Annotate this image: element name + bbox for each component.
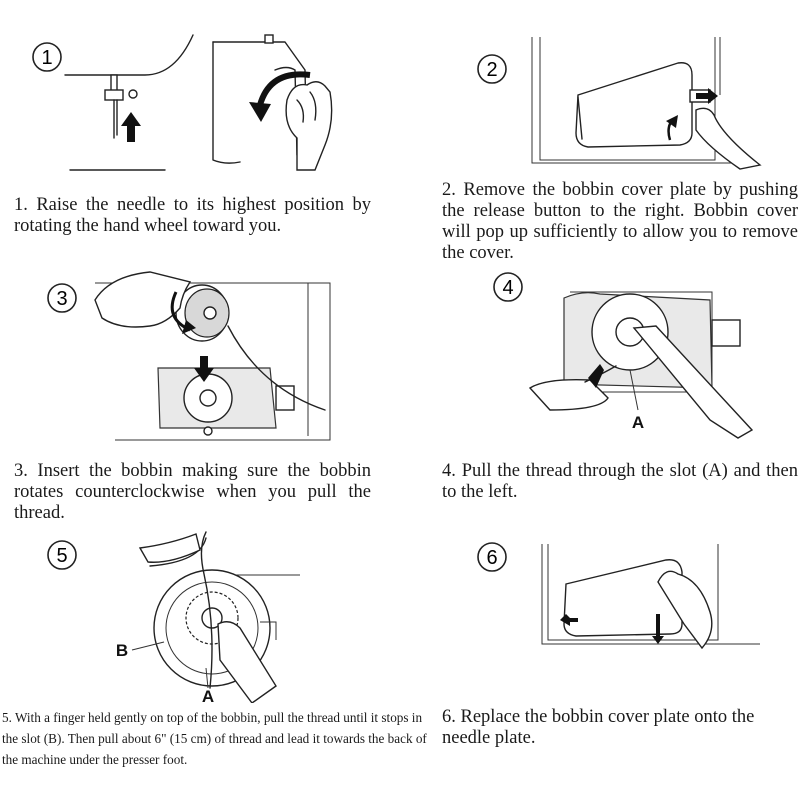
step-4-illustration: 4 A (490, 270, 790, 440)
step-2-illustration: 2 (470, 35, 770, 170)
step-5-text: 5. With a finger held gently on top of t… (2, 710, 427, 767)
step-number-badge: 5 (47, 540, 77, 570)
step-number-badge: 2 (477, 54, 507, 84)
step-number-badge: 6 (477, 542, 507, 572)
step-number: 2 (486, 59, 497, 81)
step-6-illustration: 6 (470, 540, 770, 665)
step-1-text: 1. Raise the needle to its highest posit… (14, 195, 371, 236)
step-3-illustration: 3 (40, 268, 340, 448)
step-number-badge: 1 (32, 42, 62, 72)
slot-label-a: A (632, 413, 644, 432)
slot-label-a: A (202, 687, 214, 703)
step-number: 3 (56, 288, 67, 310)
step-number: 5 (56, 545, 67, 567)
step-2-text: 2. Remove the bobbin cover plate by push… (442, 180, 798, 263)
step-number: 6 (486, 547, 497, 569)
step-1-illustration: 1 (25, 30, 345, 175)
slot-label-b: B (116, 641, 128, 660)
step-6-text: 6. Replace the bobbin cover plate onto t… (442, 707, 755, 748)
step-number-badge: 4 (493, 272, 523, 302)
step-number: 4 (502, 277, 513, 299)
step-3-text: 3. Insert the bobbin making sure the bob… (14, 461, 371, 523)
step-4-text: 4. Pull the thread through the slot (A) … (442, 461, 798, 502)
step-number: 1 (41, 47, 52, 69)
step-number-badge: 3 (47, 283, 77, 313)
step-5-illustration: 5 B A (40, 528, 320, 703)
